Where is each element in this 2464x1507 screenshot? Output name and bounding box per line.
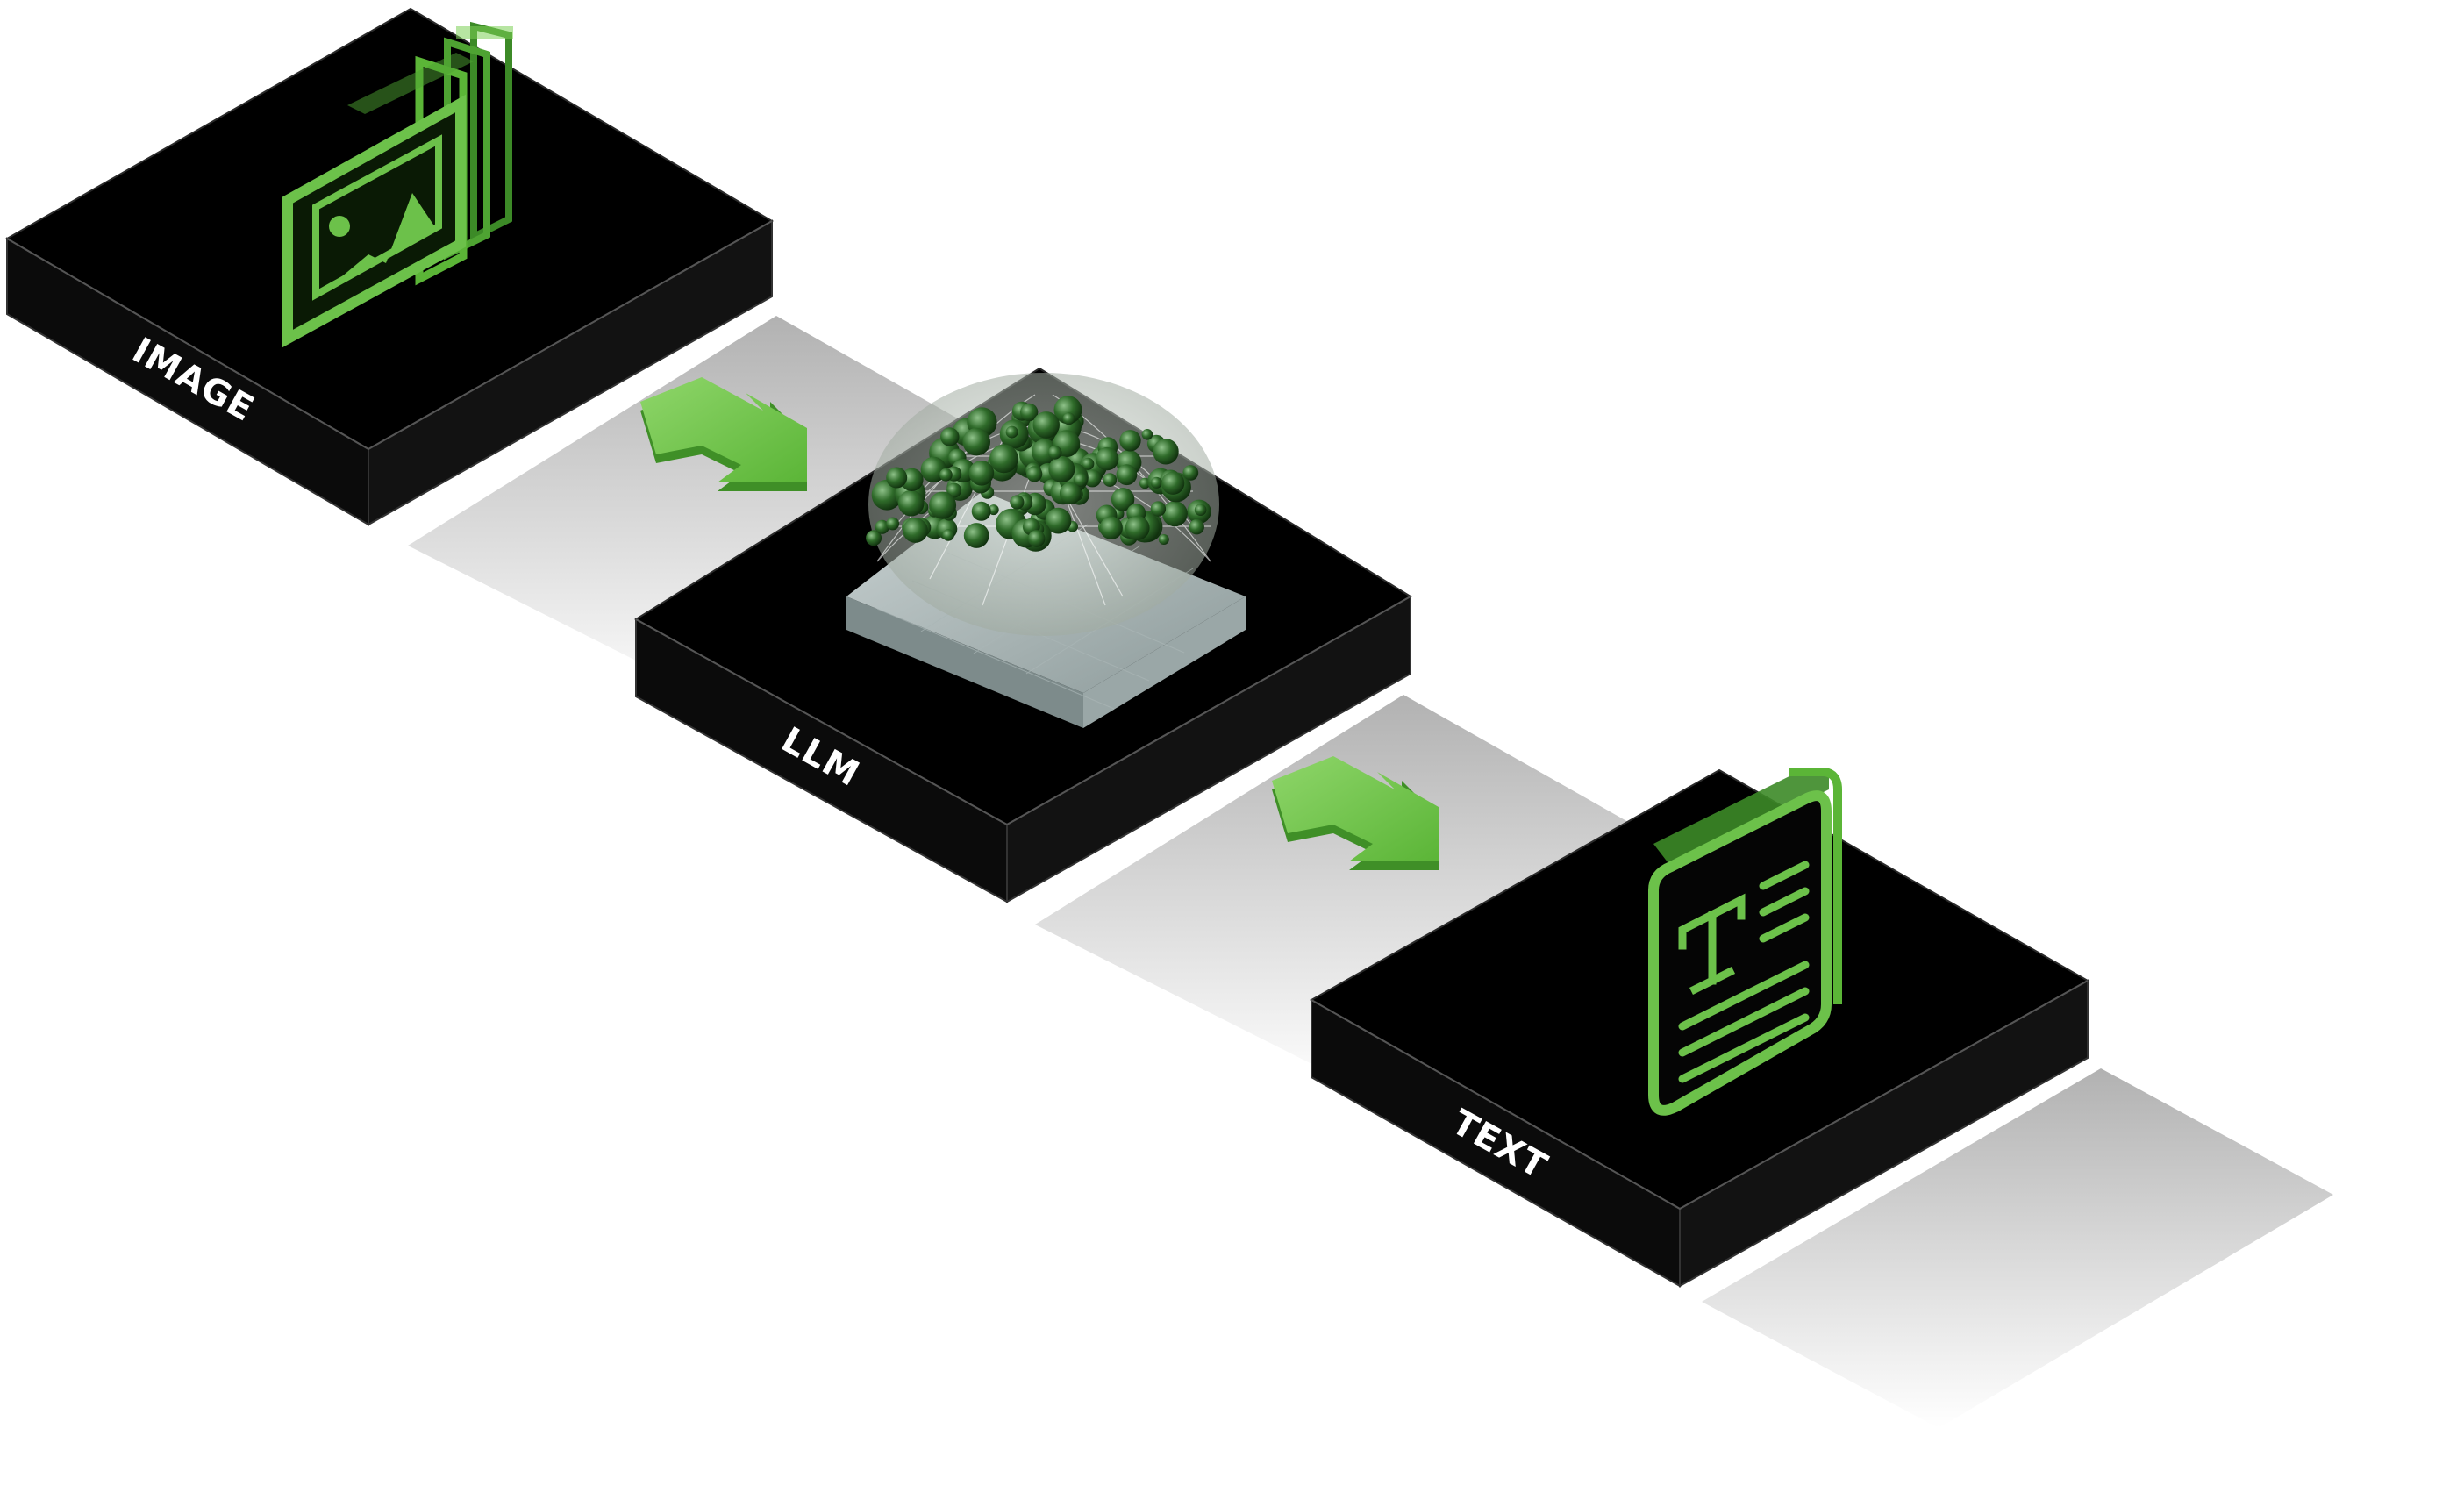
network-node bbox=[866, 530, 882, 546]
floor-shadow-3 bbox=[1702, 1068, 2333, 1428]
network-node bbox=[1150, 476, 1162, 489]
network-node bbox=[1161, 471, 1185, 495]
network-node bbox=[897, 489, 925, 517]
network-node bbox=[1141, 429, 1153, 440]
network-node bbox=[1125, 515, 1150, 540]
network-node bbox=[1083, 469, 1102, 488]
network-node bbox=[1020, 403, 1039, 422]
network-node bbox=[939, 468, 953, 482]
network-node bbox=[1099, 516, 1123, 539]
block-llm: LLM bbox=[634, 367, 1412, 903]
arrow-right-icon bbox=[640, 377, 807, 491]
network-node bbox=[968, 461, 995, 486]
neural-network-sphere-icon bbox=[846, 373, 1246, 728]
network-node bbox=[989, 444, 1018, 474]
network-node bbox=[1150, 501, 1167, 517]
network-node bbox=[886, 467, 908, 489]
arrow-right-icon bbox=[1272, 756, 1439, 870]
network-node bbox=[1053, 396, 1082, 425]
network-node bbox=[1010, 495, 1025, 510]
network-node bbox=[1045, 507, 1072, 534]
block-image: IMAGE bbox=[4, 7, 775, 526]
network-node bbox=[903, 518, 928, 543]
floor-shadow-2 bbox=[1035, 695, 1741, 1095]
network-node bbox=[1161, 501, 1188, 527]
network-node bbox=[963, 523, 989, 548]
network-node bbox=[1103, 473, 1118, 487]
network-node bbox=[1158, 534, 1169, 545]
text-document-icon bbox=[1648, 768, 1842, 1116]
network-node bbox=[886, 517, 900, 531]
network-node bbox=[1082, 457, 1095, 470]
network-node bbox=[1032, 411, 1060, 439]
network-node bbox=[1026, 466, 1043, 482]
network-node bbox=[1062, 412, 1075, 425]
network-node bbox=[1059, 482, 1082, 504]
network-node bbox=[1116, 464, 1138, 486]
network-node bbox=[1027, 530, 1046, 547]
image-stack-icon bbox=[282, 21, 513, 348]
network-node bbox=[971, 501, 991, 521]
network-node bbox=[1189, 519, 1204, 535]
network-node bbox=[875, 519, 889, 534]
network-node bbox=[1182, 465, 1198, 481]
network-node bbox=[1073, 473, 1088, 487]
network-node bbox=[1111, 488, 1135, 511]
block-text: TEXT bbox=[1309, 768, 2090, 1288]
network-node bbox=[1095, 446, 1119, 471]
network-node bbox=[1032, 439, 1058, 465]
network-node bbox=[1194, 504, 1207, 516]
network-node bbox=[1119, 430, 1141, 452]
network-node bbox=[929, 491, 957, 519]
network-node bbox=[1153, 439, 1179, 465]
network-node bbox=[988, 504, 999, 516]
network-node bbox=[962, 427, 990, 456]
network-node bbox=[1005, 425, 1018, 439]
network-node bbox=[1048, 456, 1075, 482]
network-node bbox=[942, 529, 954, 541]
network-node bbox=[940, 427, 960, 446]
network-node bbox=[1047, 446, 1062, 460]
